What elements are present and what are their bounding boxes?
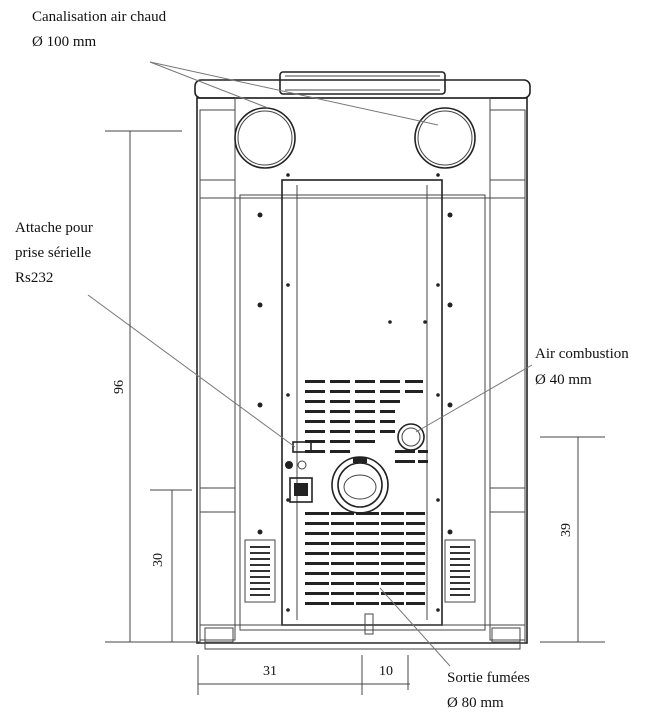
left-side-panel — [199, 109, 236, 641]
leader-lines — [87, 61, 533, 667]
sortie-label-line1: Sortie fumées — [447, 670, 530, 686]
stove-body — [194, 71, 531, 650]
dimension-height-lower: 30 — [151, 553, 166, 567]
back-panel — [239, 194, 486, 631]
lower-vent-grille — [305, 512, 425, 605]
air-combustion-label-line2: Ø 40 mm — [535, 372, 592, 388]
canalisation-label-line1: Canalisation air chaud — [32, 9, 167, 25]
attache-label-line3: Rs232 — [15, 270, 53, 286]
rs232-connector — [285, 441, 313, 503]
flue-outlet — [331, 456, 389, 514]
attache-label-line2: prise sérielle — [15, 245, 92, 261]
canalisation-label-line2: Ø 100 mm — [32, 34, 97, 50]
air-combustion-inlet — [397, 423, 425, 451]
dimension-height-total: 96 — [112, 380, 127, 394]
upper-vent-grille — [305, 380, 428, 463]
air-combustion-label-line1: Air combustion — [535, 346, 629, 362]
side-vent-right — [444, 539, 476, 603]
attache-label-line1: Attache pour — [15, 220, 93, 236]
sortie-label-line2: Ø 80 mm — [447, 695, 504, 711]
hot-air-duct-left — [234, 107, 296, 169]
dimension-lines — [105, 130, 605, 695]
side-vent-left — [244, 539, 276, 603]
upper-back-panel — [234, 97, 491, 199]
dimension-width-offset: 10 — [379, 664, 393, 679]
top-handle — [279, 71, 446, 95]
dimension-width-left: 31 — [263, 664, 277, 679]
base — [199, 624, 526, 644]
right-side-panel — [489, 109, 526, 641]
hot-air-duct-right — [414, 107, 476, 169]
dimension-height-exhaust: 39 — [559, 523, 574, 537]
